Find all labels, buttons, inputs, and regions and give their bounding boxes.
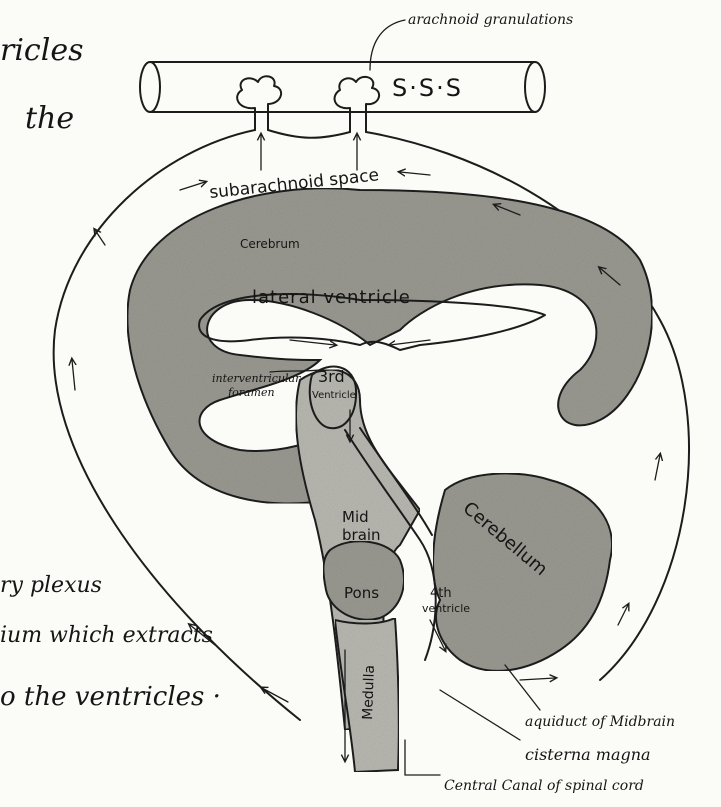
label-sss: S·S·S xyxy=(392,74,463,102)
superior-sagittal-sinus xyxy=(140,62,545,112)
label-third-ventricle-2: Ventricle xyxy=(312,390,356,401)
arachnoid-granulation-right xyxy=(335,77,380,132)
label-third-ventricle-1: 3rd xyxy=(318,367,345,386)
left-text-line5: o the ventricles · xyxy=(0,682,221,712)
label-cerebrum: Cerebrum xyxy=(240,237,300,251)
left-text-line1: ricles xyxy=(0,33,83,68)
label-lateral-ventricle: lateral ventricle xyxy=(252,287,411,308)
label-fourth-ventricle-1: 4th xyxy=(430,586,452,601)
cerebellum-shape xyxy=(433,473,612,670)
label-pons: Pons xyxy=(344,584,379,602)
label-cisterna-magna: cisterna magna xyxy=(525,745,651,764)
label-midbrain-1: Mid xyxy=(342,508,369,526)
left-text-line4: ium which extracts xyxy=(0,623,213,648)
label-aqueduct: aquiduct of Midbrain xyxy=(525,714,675,730)
label-interventricular-2: foramen xyxy=(227,386,275,399)
pons-shape xyxy=(323,541,404,619)
label-interventricular-1: interventricular xyxy=(212,372,301,385)
label-fourth-ventricle-2: ventricle xyxy=(422,602,470,615)
arachnoid-granulation-left xyxy=(237,76,281,130)
label-arachnoid-granulations: arachnoid granulations xyxy=(408,12,573,28)
left-text-line2: the xyxy=(25,101,74,136)
label-midbrain-2: brain xyxy=(342,526,381,544)
label-medulla: Medulla xyxy=(360,665,378,720)
label-central-canal: Central Canal of spinal cord xyxy=(444,778,644,794)
left-text-line3: ry plexus xyxy=(0,573,102,598)
